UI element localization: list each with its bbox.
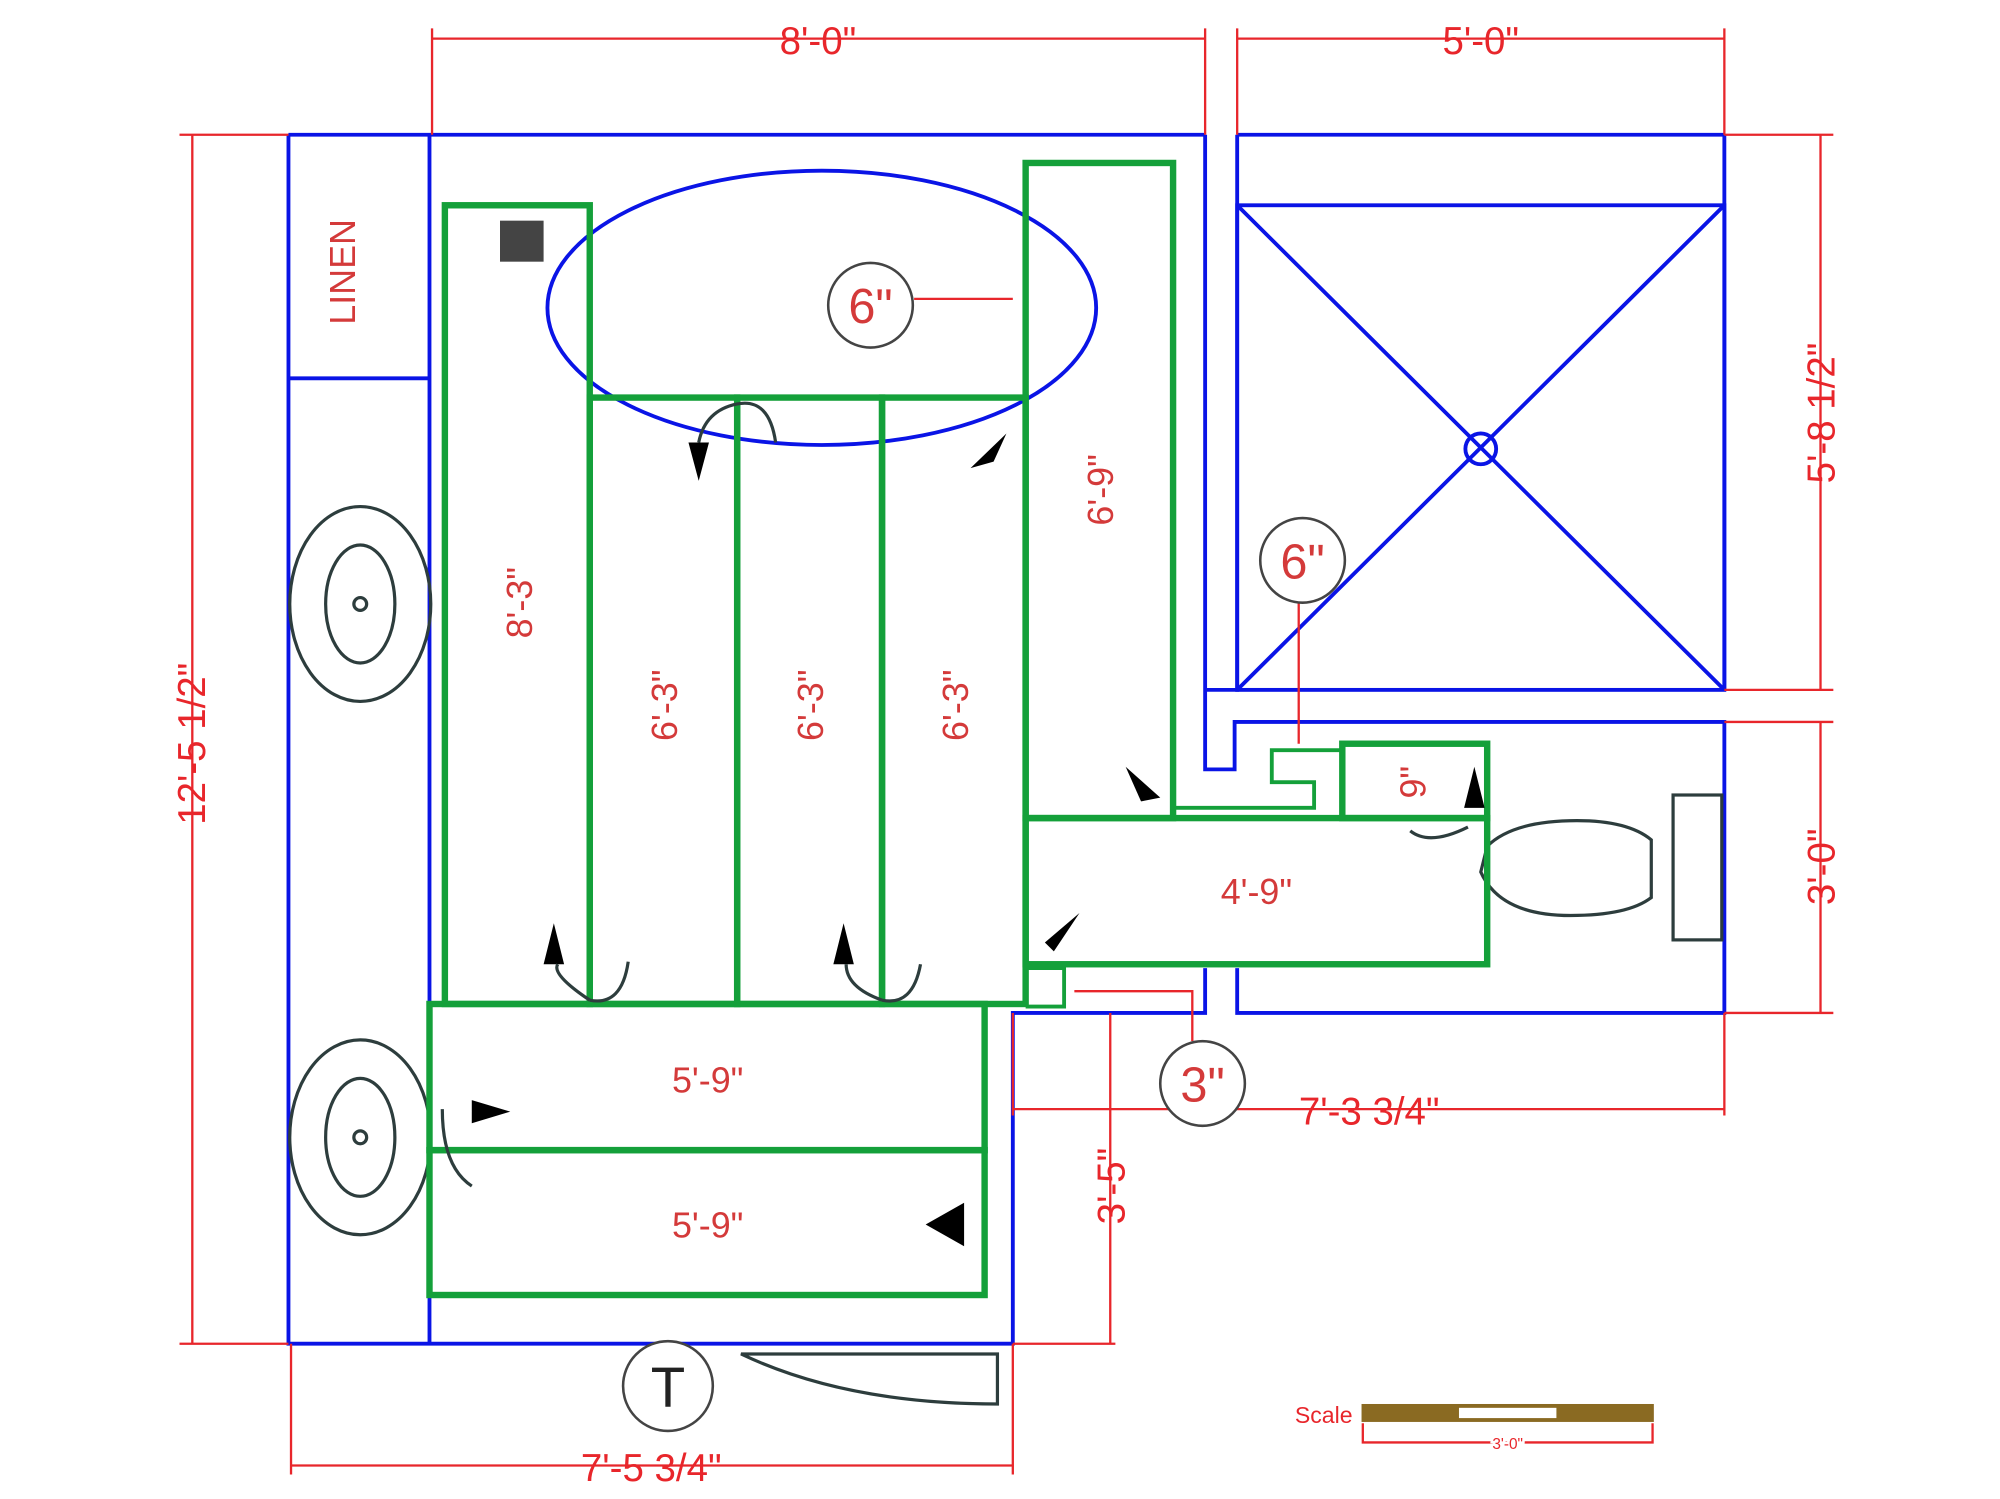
- shower: [1235, 203, 1727, 692]
- callout-gap: 3": [1158, 1039, 1247, 1128]
- cabinet-label: 6'-3": [645, 670, 685, 741]
- cabinet-label: 6'-3": [791, 670, 831, 741]
- cabinet-label: 9": [1394, 766, 1434, 799]
- dimension-lines: [179, 28, 1834, 1475]
- linen-label: LINEN: [323, 219, 363, 325]
- svg-text:T: T: [651, 1356, 685, 1419]
- sink-lower: [288, 1038, 433, 1237]
- shower-drain-icon: [1463, 431, 1499, 467]
- dim-top-right: 5'-0": [1442, 20, 1519, 63]
- door-swing-arrows: [440, 401, 1485, 1247]
- cabinet-label: 5'-9": [672, 1205, 743, 1245]
- svg-text:Scale: Scale: [1295, 1402, 1353, 1428]
- cabinet-label: 5'-9": [672, 1060, 743, 1100]
- dim-right-lower: 3'-0": [1801, 829, 1844, 906]
- cabinet-label: 8'-3": [500, 567, 540, 638]
- dim-middle-horizontal: 7'-3 3/4": [1299, 1091, 1440, 1134]
- bathtub: [545, 168, 1099, 447]
- dim-bottom: 7'-5 3/4": [581, 1447, 722, 1490]
- dim-middle-vertical: 3'-5": [1090, 1148, 1133, 1225]
- toilet: [1479, 793, 1724, 942]
- svg-text:6": 6": [1280, 535, 1324, 589]
- callout-shower: 6": [1258, 516, 1347, 604]
- thermostat-symbol: T: [621, 1339, 715, 1433]
- callout-tub: 6": [826, 261, 915, 349]
- cabinet-label: 6'-3": [936, 670, 976, 741]
- dim-top-left: 8'-0": [780, 20, 857, 63]
- svg-text:3": 3": [1180, 1058, 1224, 1112]
- dim-right-upper: 5'-8 1/2": [1801, 343, 1844, 484]
- walls: [286, 132, 1727, 1346]
- scale-bar: Scale 3'-0": [1295, 1402, 1654, 1455]
- square-marker-icon: [500, 220, 544, 262]
- door-swing: [740, 1352, 1000, 1406]
- sink-upper: [288, 504, 433, 704]
- cabinets: [426, 159, 1491, 1299]
- svg-text:6": 6": [848, 280, 892, 334]
- svg-text:3'-0": 3'-0": [1492, 1436, 1523, 1453]
- cabinet-label: 4'-9": [1221, 872, 1292, 912]
- cabinet-label: 6'-9": [1081, 454, 1121, 525]
- dim-left: 12'-5 1/2": [171, 663, 214, 825]
